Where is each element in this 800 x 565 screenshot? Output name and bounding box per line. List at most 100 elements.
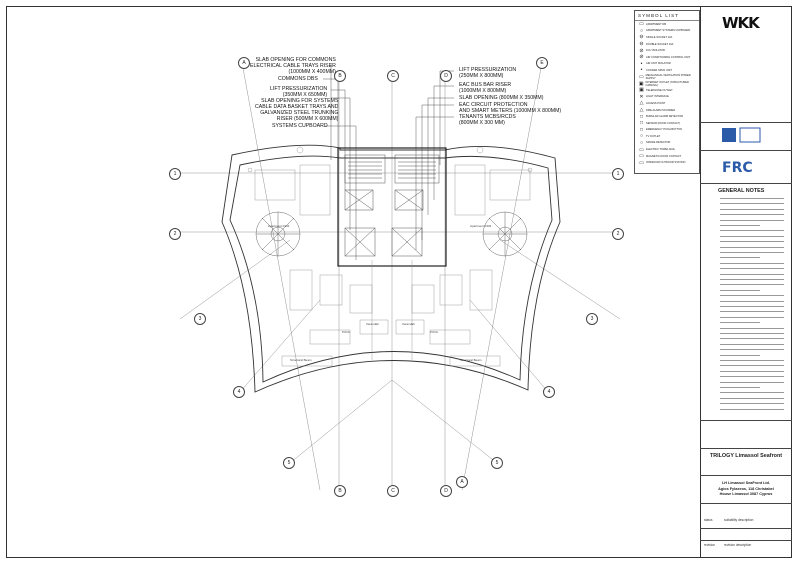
- legend-item: ▭APARTMENT DB: [635, 21, 699, 28]
- legend-item: ▭INTERCOM OUTDOOR STATION: [635, 159, 699, 166]
- general-note-line: [720, 262, 784, 264]
- callout-slab-opening: SLAB OPENING (800mm x 350mm): [459, 95, 544, 101]
- legend-item: •COOKER SPUR UNIT: [635, 67, 699, 74]
- partner-logo-icon: [722, 127, 761, 143]
- status-value: suitability description: [724, 518, 754, 522]
- legend-item-label: TELEPHONE OUTLET: [646, 88, 673, 92]
- symbol-rect-icon: ▭: [638, 74, 644, 81]
- project-title: TRILOGY Limassol Seafront: [709, 453, 783, 459]
- general-note-line: [720, 316, 784, 318]
- symbol-rect-icon: ▭: [639, 159, 644, 166]
- drawing-sheet: [6, 6, 792, 558]
- general-note-line: [720, 376, 784, 378]
- title-block: [700, 6, 792, 558]
- general-note-line: [720, 387, 760, 388]
- general-note-line: [720, 343, 784, 345]
- symbol-rect-icon: ▭: [639, 21, 644, 28]
- general-note-line: [720, 295, 784, 297]
- frc-logo-icon: FRC: [722, 160, 752, 176]
- grid-label-bottom-b: B: [334, 485, 346, 497]
- grid-label-right-2: 2: [612, 228, 624, 240]
- legend-item: □EMERGENCY PUSH BUTTON: [635, 127, 699, 134]
- legend-item-label: COOKER SPUR UNIT: [646, 68, 672, 72]
- symbol-socket-icon: ⊖: [639, 34, 644, 41]
- general-note-line: [720, 300, 784, 302]
- legend-item: •AIR UNIT ISOLATOR: [635, 61, 699, 68]
- general-note-line: [720, 311, 784, 313]
- general-note-line: [720, 208, 784, 210]
- symbol-circle-icon: ○: [639, 27, 644, 34]
- room-label-pool-left: POOL: [342, 330, 351, 334]
- room-label-balcony-left: Verandah: [366, 322, 379, 326]
- grid-label-left-1: 1: [169, 168, 181, 180]
- legend-item-label: AIR CONDITIONING CONTROL UNIT: [646, 55, 691, 59]
- company-logo: WKK: [722, 14, 760, 32]
- room-label-balcony-right: Verandah: [402, 322, 415, 326]
- general-note-line: [720, 397, 784, 399]
- legend-item: ○SMOKE DETECTOR: [635, 140, 699, 147]
- grid-label-top-b: B: [334, 70, 346, 82]
- callout-systems-riser: SLAB OPENING FOR SYSTEMS CABLE DATA BASK…: [255, 98, 339, 122]
- general-note-line: [720, 273, 784, 275]
- general-note-line: [720, 214, 784, 216]
- symbol-light-icon: ✕: [639, 93, 644, 100]
- legend-item: ⊘FCU ISOLATOR: [635, 47, 699, 54]
- symbol-dot-icon: •: [640, 60, 643, 67]
- general-note-line: [720, 289, 760, 291]
- callout-eac-bus-bar: EAC BUS BAR RISER (1000mm x 800mm): [459, 82, 512, 94]
- legend-item: △ACCESS POINT: [635, 100, 699, 107]
- legend-item: ▣INTERNET OUTLET (STRUCTURED CABLING): [635, 80, 699, 87]
- legend-item: ▣TELEPHONE OUTLET: [635, 87, 699, 94]
- symbol-rect-icon: ▭: [639, 146, 644, 153]
- client-name: LH Limassol SeaFront Ltd.: [721, 481, 771, 485]
- svg-text:FRC: FRC: [722, 160, 752, 176]
- revision-label: revision: [704, 543, 715, 547]
- room-label-structural-left: Structural Beam: [290, 358, 312, 362]
- legend-item-label: ELECTRIC TOWEL RAIL: [646, 148, 676, 152]
- legend-item-label: TV OUTLET: [646, 134, 661, 138]
- grid-label-top-d: D: [440, 70, 452, 82]
- grid-label-bottom-a: A: [456, 476, 468, 488]
- grid-label-top-a: A: [238, 57, 250, 69]
- legend-item-label: SINGLE SOCKET 13A: [646, 35, 673, 39]
- symbol-switch-icon: ⊘: [639, 47, 644, 54]
- legend-item-label: APARTMENT SYSTEMS CUPBOARD: [646, 29, 691, 33]
- grid-label-right-1: 1: [612, 168, 624, 180]
- symbol-circle-icon: ○: [639, 133, 644, 140]
- symbol-rect-icon: ▭: [639, 153, 644, 160]
- legend-item-label: BURGLAR ALARM DETECTOR: [646, 115, 683, 119]
- general-note-line: [720, 241, 784, 243]
- legend-item-label: AIR UNIT ISOLATOR: [646, 62, 671, 66]
- room-label-apartment-left: Apartment 0304: [268, 224, 290, 228]
- legend-item: ✕LIGHT INTERFACE: [635, 94, 699, 101]
- symbol-square-icon: □: [639, 126, 644, 133]
- symbol-circle-icon: ○: [639, 139, 644, 146]
- general-note-line: [720, 257, 760, 259]
- general-note-line: [720, 333, 784, 334]
- general-note-line: [720, 392, 784, 394]
- grid-label-top-c: C: [387, 70, 399, 82]
- general-note-line: [720, 235, 784, 237]
- general-note-line: [720, 349, 784, 351]
- callout-lift-pressurization-right: LIFT PRESSURIZATION (250mm x 800mm): [459, 67, 517, 79]
- general-note-line: [720, 203, 784, 205]
- general-note-line: [720, 381, 784, 383]
- general-note-line: [720, 322, 760, 324]
- legend-item-label: INTERNET OUTLET (STRUCTURED CABLING): [645, 80, 689, 87]
- general-note-line: [720, 225, 760, 226]
- room-label-apartment-right: Apartment 0303: [470, 224, 492, 228]
- legend-item-label: LIGHT INTERFACE: [646, 95, 669, 99]
- general-note-line: [720, 365, 784, 367]
- grid-label-left-2: 2: [169, 228, 181, 240]
- symbol-legend: SYMBOL LIST ▭APARTMENT DB○APARTMENT SYST…: [634, 10, 700, 174]
- symbol-square-icon: □: [639, 113, 644, 120]
- legend-item-label: APARTMENT DB: [646, 22, 667, 26]
- client-address-2: House Limassol 3087 Cyprus: [719, 492, 773, 497]
- callout-eac-circuit: EAC CIRCUIT PROTECTION AND SMART METERS …: [459, 102, 562, 114]
- legend-title: SYMBOL LIST: [635, 11, 699, 21]
- revision-value: revision description: [724, 543, 752, 547]
- callout-systems-cupboard: SYSTEMS CUPBOARD: [272, 123, 328, 129]
- grid-label-right-5: 5: [491, 457, 503, 469]
- grid-label-bottom-d: D: [440, 485, 452, 497]
